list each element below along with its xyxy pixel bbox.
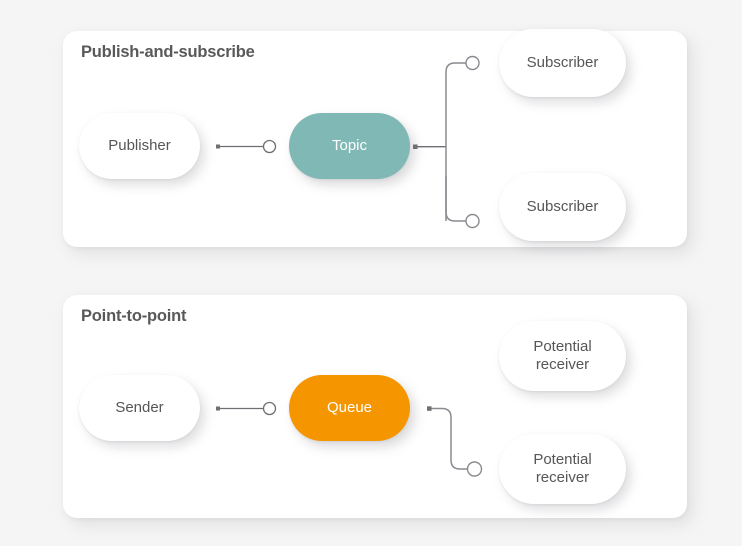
node-subscriber-top[interactable]: Subscriber	[499, 29, 626, 97]
node-queue[interactable]: Queue	[289, 375, 410, 441]
node-subscriber-top-label: Subscriber	[526, 53, 599, 71]
node-topic-label: Topic	[331, 136, 368, 154]
node-potential-receiver-bottom-label-line2: receiver	[535, 469, 590, 486]
connector-topic-to-subscriber-top	[445, 55, 480, 73]
panel-publish-and-subscribe: Publish-and-subscribe	[63, 29, 687, 247]
connector-target-circle	[262, 401, 277, 416]
node-sender[interactable]: Sender	[79, 375, 200, 441]
node-potential-receiver-bottom-label-line1: Potential	[533, 450, 592, 468]
connectors-point-to-point	[216, 401, 483, 477]
connector-target-circle	[466, 461, 483, 477]
connector-elbow	[445, 176, 466, 222]
node-publisher[interactable]: Publisher	[79, 113, 200, 179]
node-potential-receiver-top-label-line1: Potential	[533, 337, 592, 355]
connector-topic-branch	[413, 72, 447, 221]
connector-source-dot	[427, 406, 432, 411]
panel-title-publish-and-subscribe: Publish-and-subscribe	[81, 43, 255, 61]
connector-s-curve	[431, 407, 468, 470]
panel-title-point-to-point: Point-to-point	[81, 307, 187, 325]
connector-source-dot	[216, 406, 220, 411]
connector-elbow	[445, 62, 466, 73]
node-sender-label: Sender	[115, 398, 164, 416]
node-potential-receiver-bottom[interactable]: Potential receiver	[499, 434, 626, 504]
node-queue-label: Queue	[326, 398, 373, 416]
connector-topic-to-subscriber-bottom	[445, 176, 480, 229]
connector-target-circle	[465, 213, 480, 229]
node-subscriber-bottom[interactable]: Subscriber	[499, 173, 626, 241]
node-subscriber-bottom-label: Subscriber	[526, 197, 599, 215]
connector-queue-to-potential-receiver-bottom	[427, 406, 483, 477]
node-topic[interactable]: Topic	[289, 113, 410, 179]
panel-point-to-point: Point-to-point Sender Queue Potential re…	[63, 295, 687, 518]
node-publisher-label: Publisher	[108, 136, 171, 154]
connector-source-dot	[413, 144, 418, 149]
connector-sender-to-queue	[216, 401, 277, 416]
connector-target-circle	[465, 55, 480, 71]
node-potential-receiver-top-label-line2: receiver	[535, 356, 590, 373]
connector-target-circle	[262, 139, 277, 154]
connector-publisher-to-topic	[216, 139, 277, 154]
node-potential-receiver-top[interactable]: Potential receiver	[499, 321, 626, 391]
connectors-publish-and-subscribe	[216, 55, 480, 229]
connector-source-dot	[216, 144, 220, 149]
